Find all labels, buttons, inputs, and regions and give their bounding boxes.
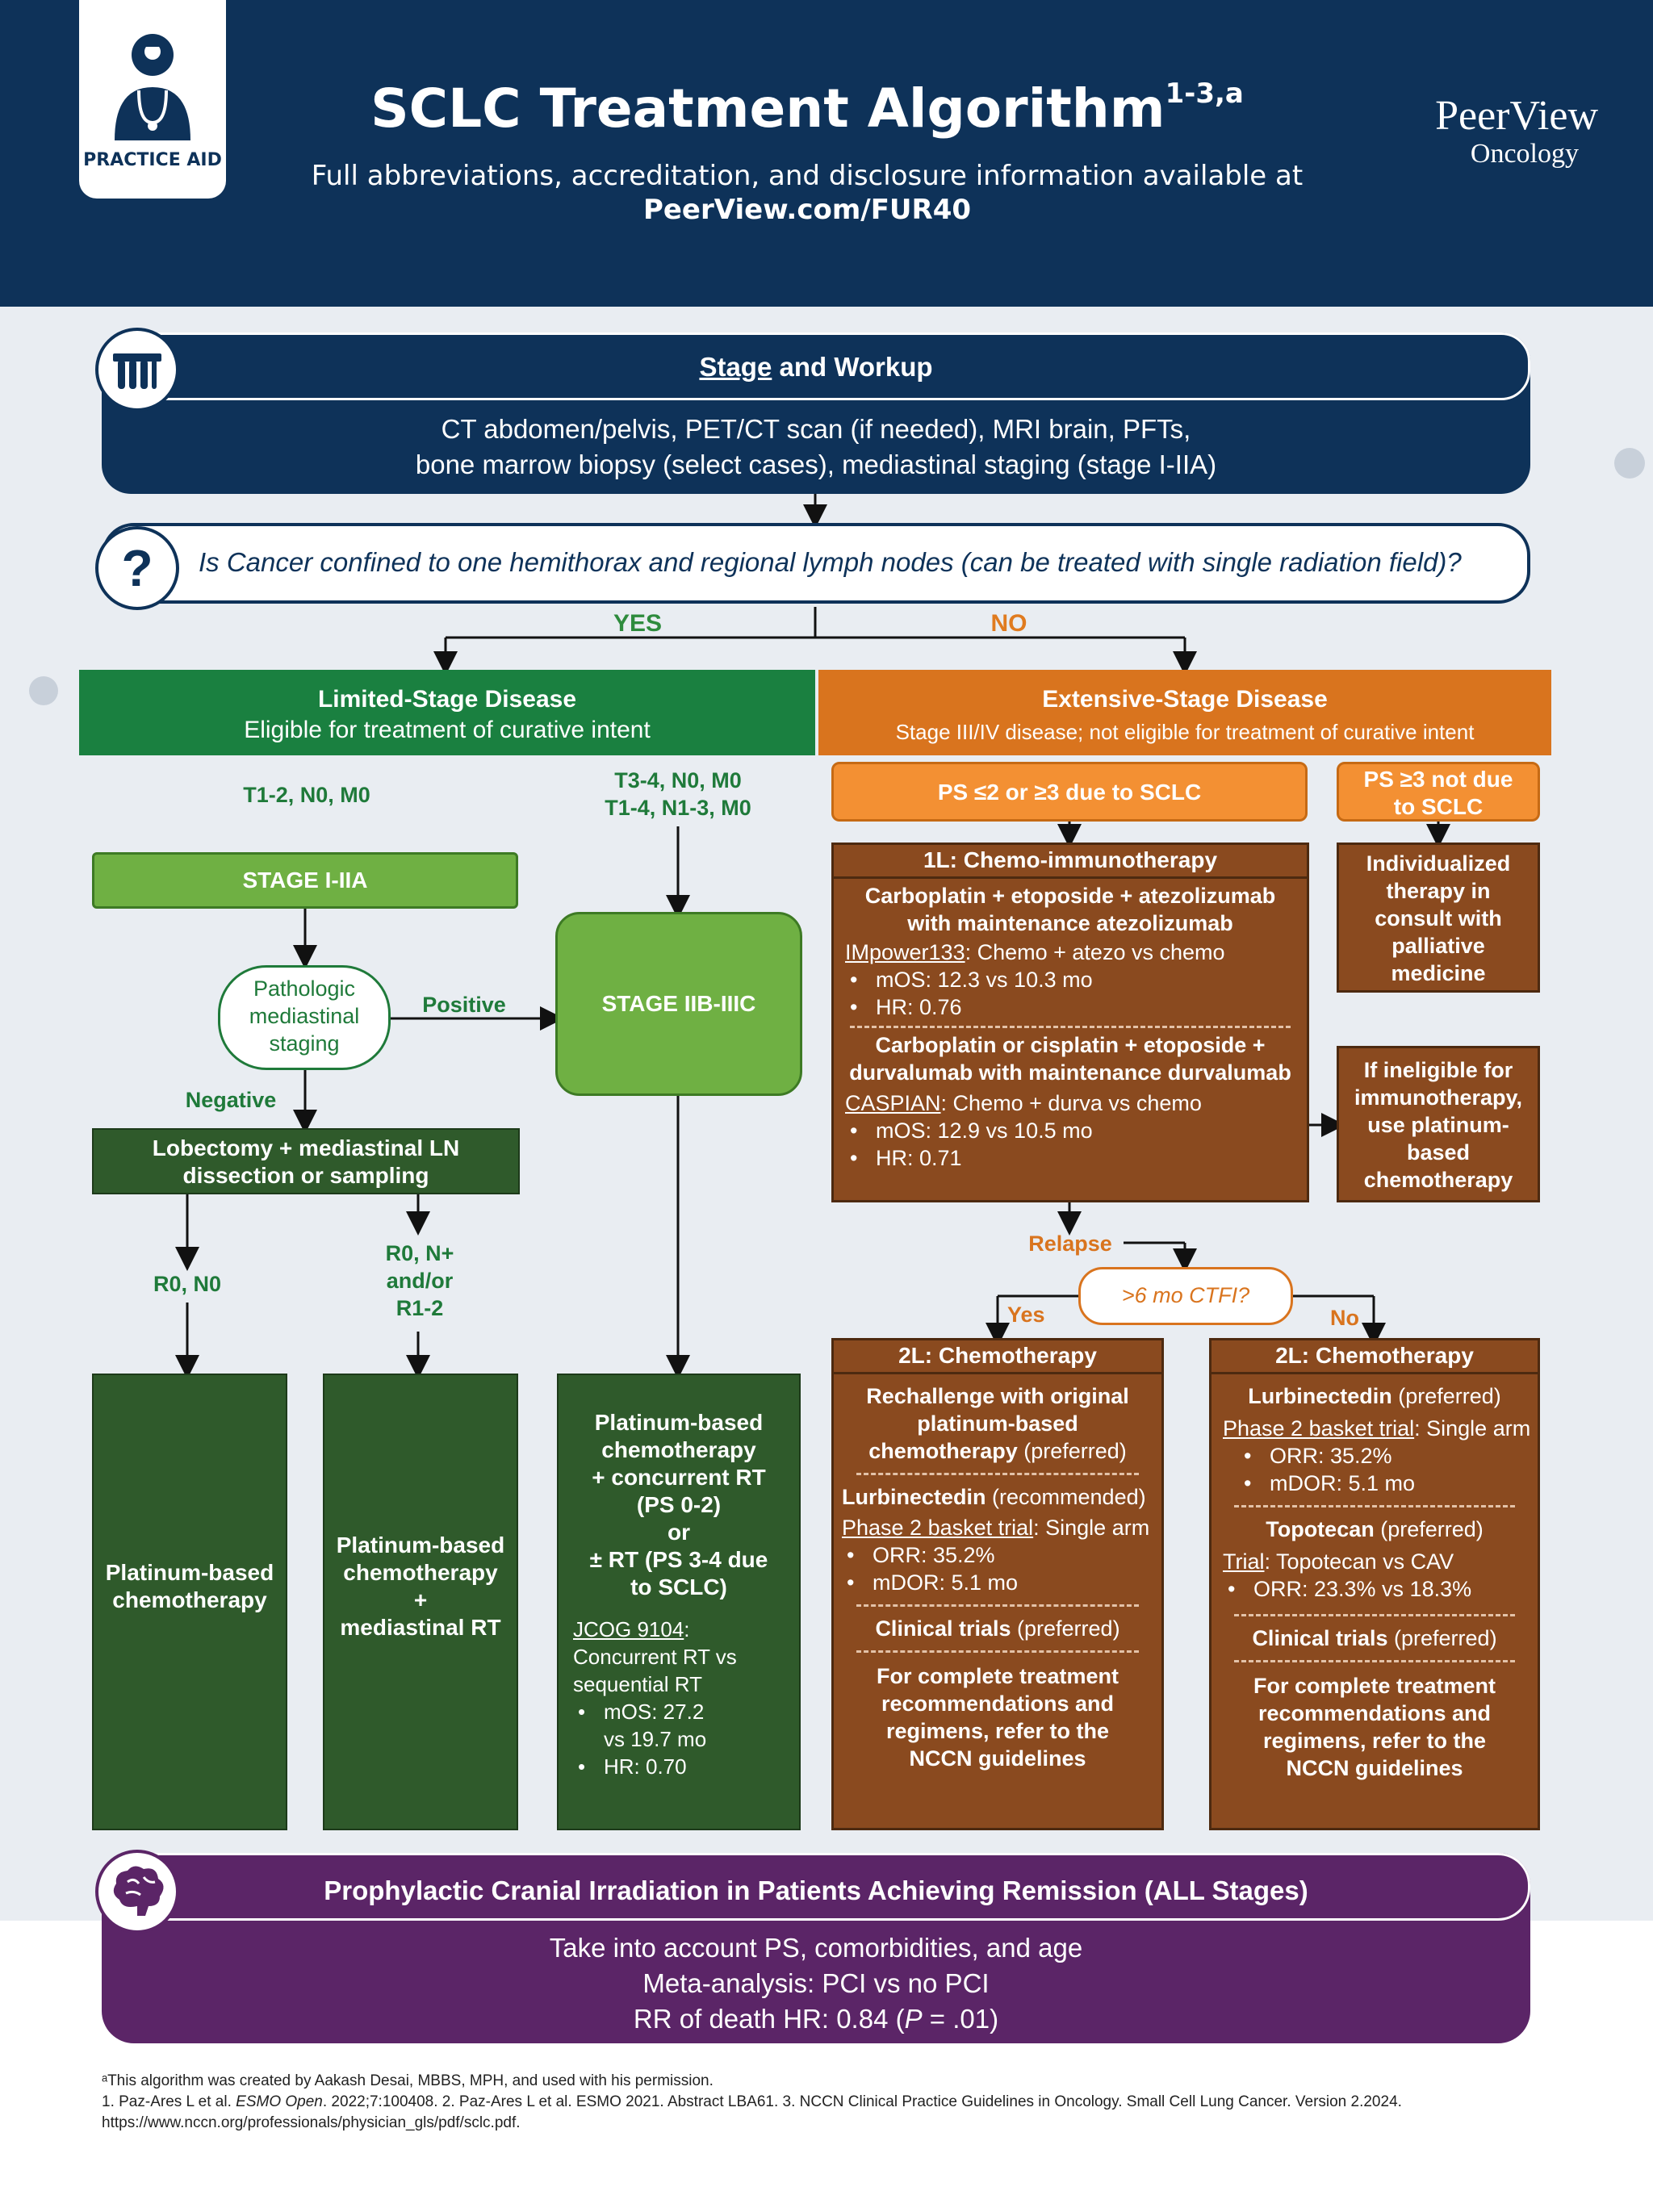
test-tubes-icon bbox=[95, 328, 179, 412]
first-line-header: 1L: Chemo-immunotherapy bbox=[834, 845, 1307, 879]
pci-title: Prophylactic Cranial Irradiation in Pati… bbox=[324, 1875, 1308, 1905]
ctfi-no-label: No bbox=[1330, 1306, 1359, 1330]
basket-trial-info: Phase 2 basket trial: Single arm ORR: 35… bbox=[1212, 1415, 1538, 1497]
divider bbox=[856, 1604, 1139, 1607]
first-line-box: 1L: Chemo-immunotherapy Carboplatin + et… bbox=[831, 843, 1309, 1202]
negative-label: Negative bbox=[185, 1088, 277, 1112]
impower133-trial: IMpower133: Chemo + atezo vs chemo mOS: … bbox=[834, 939, 1307, 1021]
second-line-header: 2L: Chemotherapy bbox=[1212, 1340, 1538, 1374]
lurbinectedin-regimen: Lurbinectedin (recommended) Phase 2 bask… bbox=[834, 1483, 1161, 1596]
yes-label: YES bbox=[613, 610, 663, 637]
brand-logo-peerview: PeerView bbox=[1435, 93, 1598, 139]
lurbinectedin-regimen: Lurbinectedin (preferred) bbox=[1248, 1384, 1501, 1408]
ctfi-decision-node bbox=[1078, 1267, 1293, 1325]
pathologic-staging-node bbox=[218, 965, 391, 1070]
no-label: NO bbox=[990, 610, 1027, 637]
limited-stage-header bbox=[79, 670, 815, 755]
ctfi-yes-label: Yes bbox=[1007, 1303, 1045, 1327]
clinical-trials-option: Clinical trials (preferred) bbox=[1252, 1626, 1497, 1650]
brain-icon bbox=[95, 1850, 179, 1934]
question-box bbox=[102, 523, 1530, 604]
doctor-icon bbox=[115, 34, 190, 140]
brand-logo-oncology: Oncology bbox=[1470, 139, 1579, 169]
extensive-stage-header bbox=[818, 670, 1551, 755]
workup-line: bone marrow biopsy (select cases), media… bbox=[415, 450, 1217, 479]
positive-label: Positive bbox=[422, 993, 506, 1017]
footnote-refs: 1. Paz-Ares L et al. ESMO Open. 2022;7:1… bbox=[102, 2093, 1402, 2110]
extensive-stage-title: Extensive-Stage Disease bbox=[1042, 686, 1328, 713]
limited-stage-title: Limited-Stage Disease bbox=[317, 686, 577, 713]
divider bbox=[856, 1473, 1139, 1475]
divider bbox=[856, 1650, 1139, 1653]
regimen-durvalumab: Carboplatin or cisplatin + etoposide +du… bbox=[849, 1033, 1291, 1085]
jcog-trial-info: JCOG 9104: Concurrent RT vs sequential R… bbox=[573, 1616, 791, 1780]
workup-line: CT abdomen/pelvis, PET/CT scan (if neede… bbox=[441, 414, 1191, 444]
limited-stage-subtitle: Eligible for treatment of curative inten… bbox=[244, 717, 651, 743]
ctfi-text: >6 mo CTFI? bbox=[1121, 1283, 1250, 1307]
decor-dot bbox=[1614, 448, 1645, 479]
pci-body: Take into account PS, comorbidities, and… bbox=[549, 1933, 1083, 2034]
question-mark-icon: ? bbox=[95, 526, 179, 610]
footnote-a: ᵃThis algorithm was created by Aakash De… bbox=[102, 2072, 714, 2089]
extensive-stage-subtitle: Stage III/IV disease; not eligible for t… bbox=[895, 720, 1475, 744]
peerview-link[interactable]: PeerView.com/FUR40 bbox=[642, 194, 972, 226]
header-banner bbox=[0, 0, 1653, 307]
divider bbox=[850, 1026, 1291, 1028]
ps-le2-box: PS ≤2 or ≥3 due to SCLC bbox=[831, 762, 1308, 822]
divider bbox=[1234, 1614, 1515, 1616]
stage-iib-iiic-box: STAGE IIB-IIIC bbox=[555, 912, 802, 1096]
second-line-rechallenge-box: 2L: Chemotherapy Rechallenge with origin… bbox=[831, 1338, 1164, 1830]
workup-header bbox=[102, 332, 1530, 400]
divider bbox=[1234, 1660, 1515, 1662]
stage-i-iia-box: STAGE I-IIA bbox=[92, 852, 518, 909]
relapse-label: Relapse bbox=[1028, 1231, 1112, 1256]
workup-title: Stage and Workup bbox=[699, 352, 933, 382]
page-title: SCLC Treatment Algorithm1-3,a bbox=[370, 77, 1244, 140]
divider bbox=[1234, 1505, 1515, 1507]
workup-body: CT abdomen/pelvis, PET/CT scan (if neede… bbox=[102, 412, 1530, 483]
practice-aid-label: PRACTICE AID bbox=[83, 150, 222, 170]
question-text: Is Cancer confined to one hemithorax and… bbox=[199, 547, 1462, 577]
rechallenge-regimen: Rechallenge with original platinum-based… bbox=[866, 1384, 1129, 1463]
page-subtitle: Full abbreviations, accreditation, and d… bbox=[311, 160, 1304, 192]
footnotes: ᵃThis algorithm was created by Aakash De… bbox=[102, 2071, 1555, 2134]
topotecan-regimen: Topotecan (preferred) bbox=[1266, 1517, 1484, 1541]
footnote-url[interactable]: https://www.nccn.org/professionals/physi… bbox=[102, 2114, 521, 2131]
title-superscript: 1-3,a bbox=[1165, 77, 1244, 110]
caspian-trial: CASPIAN: Chemo + durva vs chemo mOS: 12.… bbox=[834, 1089, 1307, 1172]
clinical-trials-option: Clinical trials (preferred) bbox=[875, 1616, 1120, 1641]
topotecan-trial-info: Trial: Topotecan vs CAV ORR: 23.3% vs 18… bbox=[1212, 1548, 1538, 1603]
pci-header bbox=[102, 1853, 1530, 1921]
decor-dot bbox=[29, 676, 58, 705]
second-line-lurbinectedin-box: 2L: Chemotherapy Lurbinectedin (preferre… bbox=[1209, 1338, 1540, 1830]
tnm-label-early: T1-2, N0, M0 bbox=[243, 783, 370, 807]
second-line-header: 2L: Chemotherapy bbox=[834, 1340, 1161, 1374]
r0-n0-label: R0, N0 bbox=[153, 1272, 222, 1296]
